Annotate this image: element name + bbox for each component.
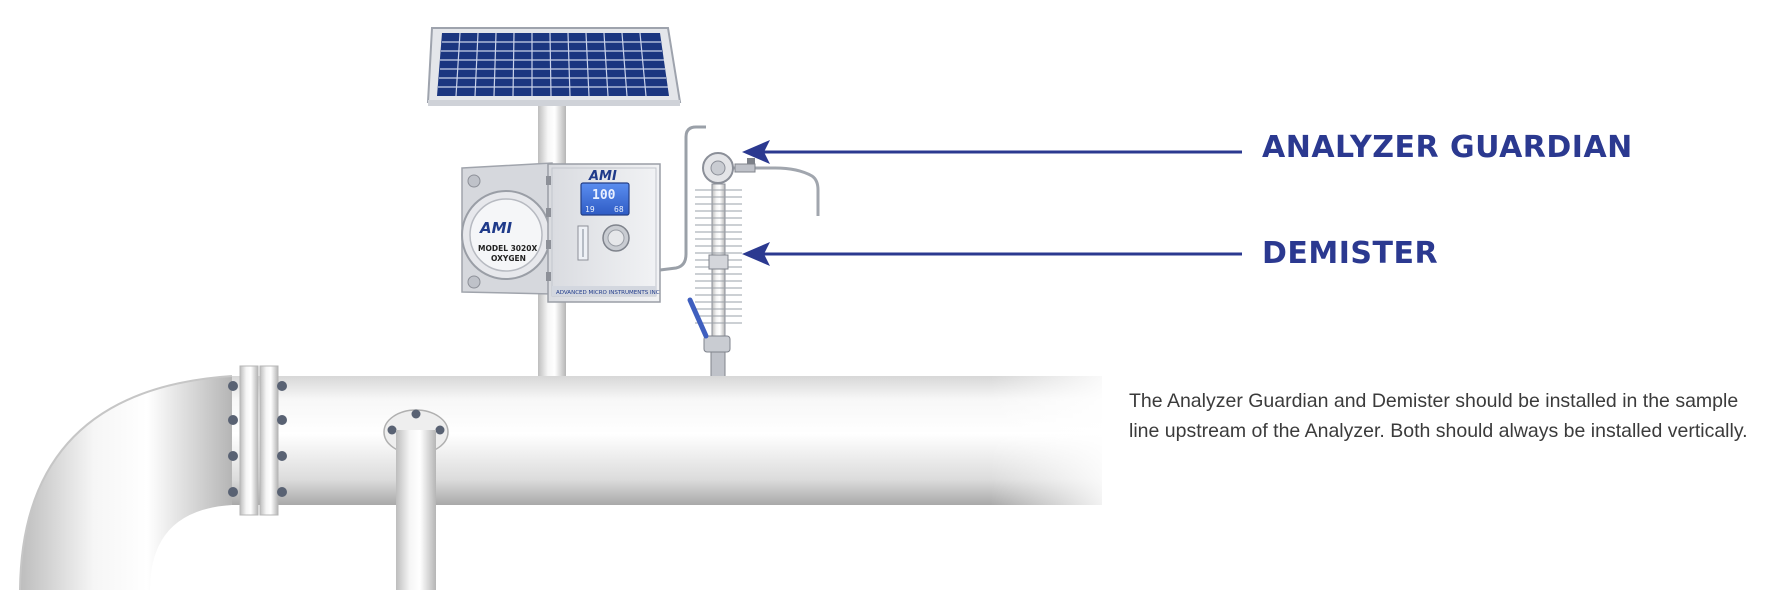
- cap-gas-text: OXYGEN: [491, 254, 526, 263]
- flowmeter: [577, 225, 589, 261]
- lcd-sub-right: 68: [614, 205, 624, 214]
- analyzer-guardian: [702, 152, 756, 184]
- demister: [695, 183, 742, 345]
- sensor-cap: [461, 190, 551, 280]
- analyzer-footer-text: ADVANCED MICRO INSTRUMENTS INC: [556, 290, 660, 296]
- analyzer-unit: AMI MODEL 3020X OXYGEN AMI 100 19 68: [461, 125, 706, 303]
- lcd-reading: 100: [592, 188, 616, 203]
- installation-note: The Analyzer Guardian and Demister shoul…: [1129, 390, 1748, 442]
- ball-valve: [687, 297, 731, 379]
- demister-label: DEMISTER: [1262, 236, 1439, 271]
- pipe-flange: [228, 365, 287, 516]
- demister-callout-arrow: [742, 242, 1242, 266]
- guardian-demister-assembly: [687, 152, 820, 379]
- analyzer-guardian-label: ANALYZER GUARDIAN: [1262, 130, 1633, 165]
- lcd-sub-left: 19: [585, 205, 595, 214]
- cap-brand-logo: AMI: [479, 219, 513, 237]
- pipeline: [19, 365, 1102, 591]
- guardian-callout-arrow: [742, 140, 1242, 164]
- adjustment-knob: [602, 224, 630, 252]
- lcd-display: 100 19 68: [580, 182, 630, 216]
- cap-model-text: MODEL 3020X: [478, 244, 537, 253]
- solar-panel: [426, 27, 682, 106]
- door-brand-logo: AMI: [588, 169, 617, 184]
- branch-pipe: [383, 409, 449, 590]
